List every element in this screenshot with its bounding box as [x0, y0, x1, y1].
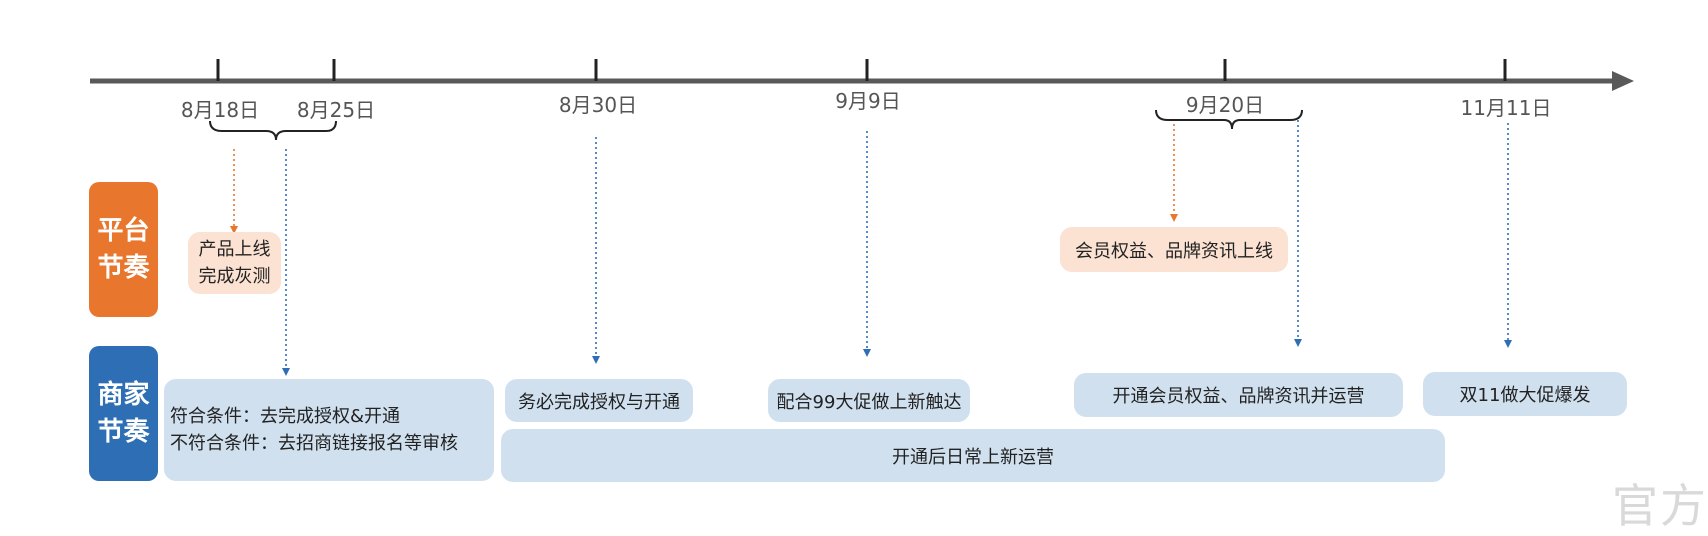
daily-ops-text: 开通后日常上新运营 [892, 446, 1054, 468]
merchant-event-promo-99: 配合99大促做上新触达 [768, 379, 970, 422]
platform-label-line1: 平台 [97, 215, 150, 246]
brace-sep20 [1155, 109, 1303, 130]
promo-99-text: 配合99大促做上新触达 [776, 391, 962, 413]
merchant-event-double11: 双11做大促爆发 [1423, 372, 1627, 416]
merchant-event-daily-ops: 开通后日常上新运营 [501, 429, 1445, 482]
platform-event-member-launch: 会员权益、品牌资讯上线 [1060, 227, 1288, 272]
member-launch-text: 会员权益、品牌资讯上线 [1075, 240, 1273, 262]
merchant-event-member-operate: 开通会员权益、品牌资讯并运营 [1074, 373, 1403, 417]
date-label-nov11: 11月11日 [1460, 96, 1552, 120]
eligibility-line1: 符合条件：去完成授权&开通 [170, 406, 401, 427]
must-complete-text: 务必完成授权与开通 [518, 391, 680, 413]
platform-rhythm-label: 平台 节奏 [89, 182, 158, 317]
eligibility-line2: 不符合条件：去招商链接报名等审核 [170, 433, 458, 454]
gray-release-line1: 产品上线 [198, 239, 271, 260]
platform-event-gray-release: 产品上线 完成灰测 [188, 232, 281, 294]
date-label-aug18: 8月18日 [180, 98, 260, 122]
merchant-event-must-complete: 务必完成授权与开通 [505, 379, 693, 422]
timeline-arrowhead [1612, 71, 1634, 91]
merchant-event-eligibility: 符合条件：去完成授权&开通 不符合条件：去招商链接报名等审核 [164, 379, 494, 481]
date-label-sep9: 9月9日 [835, 89, 901, 113]
double11-text: 双11做大促爆发 [1459, 385, 1591, 406]
merchant-label-line2: 节奏 [97, 416, 150, 447]
merchant-label-line1: 商家 [97, 379, 150, 410]
gray-release-line2: 完成灰测 [198, 266, 271, 287]
date-label-aug25: 8月25日 [296, 98, 376, 122]
date-label-sep20: 9月20日 [1185, 93, 1265, 117]
merchant-rhythm-label: 商家 节奏 [89, 346, 158, 481]
date-label-aug30: 8月30日 [558, 93, 638, 117]
watermark-text: 官方 [1612, 479, 1708, 533]
platform-label-line2: 节奏 [97, 252, 150, 283]
member-operate-text: 开通会员权益、品牌资讯并运营 [1112, 386, 1365, 407]
brace-aug18-aug25 [209, 120, 337, 141]
